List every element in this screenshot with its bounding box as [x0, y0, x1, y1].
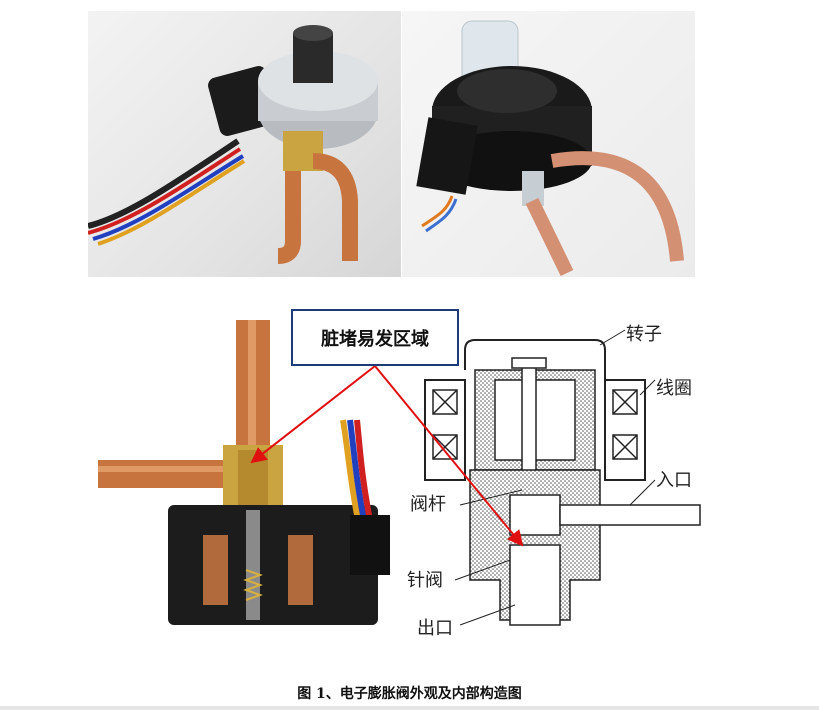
label-inlet: 入口 — [656, 470, 692, 491]
valve-grey-illustration — [88, 25, 378, 264]
valve-black-illustration — [416, 20, 684, 277]
page-divider — [0, 706, 819, 710]
valve-cutaway-photo — [88, 310, 398, 645]
valve-photo-black — [402, 11, 695, 277]
figure-caption: 图 1、电子膨胀阀外观及内部构造图 — [297, 686, 522, 702]
label-needle: 针阀 — [407, 570, 443, 591]
label-coil: 线圈 — [656, 378, 692, 399]
arrow-to-cutaway — [250, 365, 376, 464]
section-illustration — [424, 329, 701, 626]
cutaway-illustration — [98, 320, 390, 625]
valve-photo-grey — [88, 11, 401, 277]
label-outlet: 出口 — [417, 618, 453, 639]
clog-zone-callout: 脏堵易发区域 — [291, 309, 459, 366]
valve-section-diagram — [400, 320, 710, 640]
label-valve-stem: 阀杆 — [410, 494, 446, 515]
arrow-to-diagram — [374, 365, 524, 547]
label-rotor: 转子 — [626, 324, 662, 345]
